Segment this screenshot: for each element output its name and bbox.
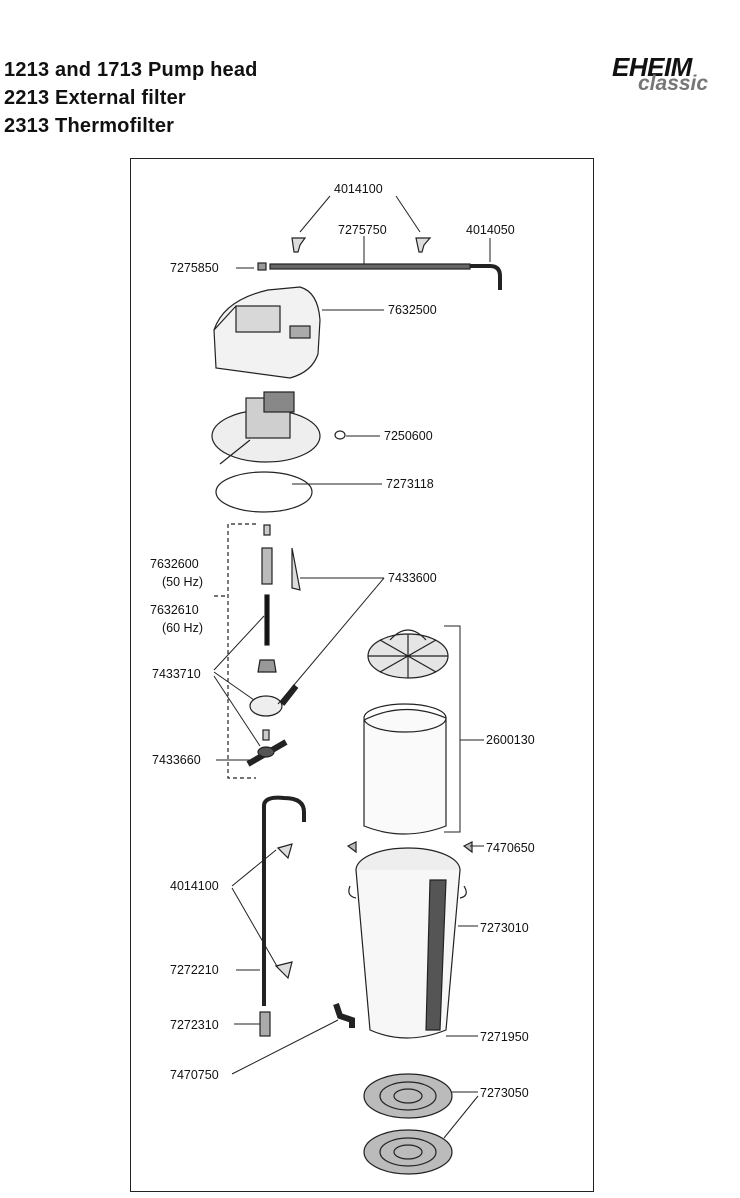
label-4014100-top: 4014100 [334,182,383,196]
label-7250600: 7250600 [384,429,433,443]
label-7470750: 7470750 [170,1068,219,1082]
eheim-logo: EHEIM classic [612,52,734,100]
bottom-plates-drawing [363,1073,453,1175]
label-7272310: 7272310 [170,1018,219,1032]
title-line-3: 2313 Thermofilter [4,115,175,137]
logo-brand: EHEIM [612,52,692,82]
filter-basket-drawing [363,629,449,835]
label-7470650: 7470650 [486,841,535,855]
label-7632610-hz: (60 Hz) [162,621,203,635]
diagram-frame [130,158,594,1192]
leader-lines [213,195,491,1139]
label-7273050: 7273050 [480,1086,529,1100]
label-7273010: 7273010 [480,921,529,935]
label-7271950: 7271950 [480,1030,529,1044]
motor-block-drawing [211,391,346,513]
pump-head-cover-drawing [213,286,321,379]
title-line-2: 2213 External filter [4,87,186,109]
label-7275850: 7275850 [170,261,219,275]
title-line-1: 1213 and 1713 Pump head [4,59,258,81]
label-7433600: 7433600 [388,571,437,585]
impeller-parts-drawing [246,524,301,767]
label-7272210: 7272210 [170,963,219,977]
label-7632500: 7632500 [388,303,437,317]
title-block: 1213 and 1713 Pump head 2213 External fi… [4,56,258,140]
label-2600130: 2600130 [486,733,535,747]
canister-drawing [346,841,473,1039]
outlet-pipe-drawing [259,795,355,1037]
intake-pipe-drawing [257,237,502,290]
label-7632610: 7632610 [150,603,199,617]
logo-sub: classic [638,72,709,95]
label-7632600-hz: (50 Hz) [162,575,203,589]
label-4014100-mid: 4014100 [170,879,219,893]
label-7433710: 7433710 [152,667,201,681]
label-7632600: 7632600 [150,557,199,571]
label-7433660: 7433660 [152,753,201,767]
label-7275750: 7275750 [338,223,387,237]
label-4014050: 4014050 [466,223,515,237]
part-labels: 4014100 7275750 4014050 7275850 7632500 … [150,182,535,1100]
label-7273118: 7273118 [386,477,434,491]
dashed-group-bracket [227,523,256,779]
